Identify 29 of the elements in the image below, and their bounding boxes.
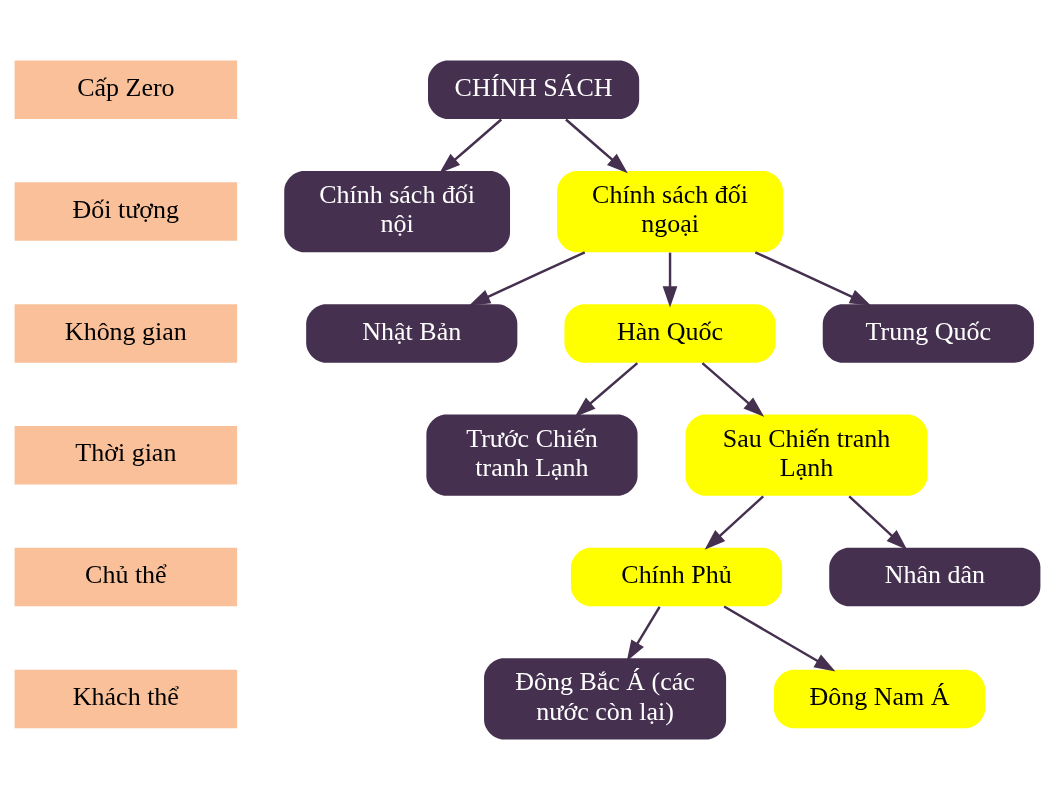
arrow [848,495,908,550]
node-box: Thời gian [14,426,238,485]
node-box: Sau Chiến tranh Lạnh [685,414,928,496]
node-box: Chính sách đối nội [284,170,511,253]
arrow [701,362,765,417]
arrow [469,251,586,306]
arrow [439,118,503,174]
node-box: CHÍNH SÁCH [428,60,640,119]
node-box: Đối tượng [14,182,238,241]
arrow [754,251,871,306]
node-box: Trước Chiến tranh Lạnh [426,414,638,496]
node-box: Chính sách đối ngoại [557,170,783,253]
node-box: Khách thể [14,669,238,729]
node-box: Chính Phủ [570,547,783,607]
node-box: Không gian [14,304,238,363]
node-box: Hàn Quốc [564,304,776,363]
arrow [662,252,678,308]
node-box: Đông Nam Á [774,669,986,729]
node-box: Nhật Bản [306,304,518,363]
node-box: Đông Bắc Á (các nước còn lại) [484,658,727,740]
node-box: Cấp Zero [14,60,238,119]
arrow [704,495,765,550]
arrow [574,362,639,417]
node-box: Trung Quốc [822,304,1034,363]
node-box: Nhân dân [829,547,1041,607]
node-box: Chủ thể [14,547,238,607]
arrow [565,118,628,174]
arrow [626,606,661,662]
arrow [723,605,836,672]
